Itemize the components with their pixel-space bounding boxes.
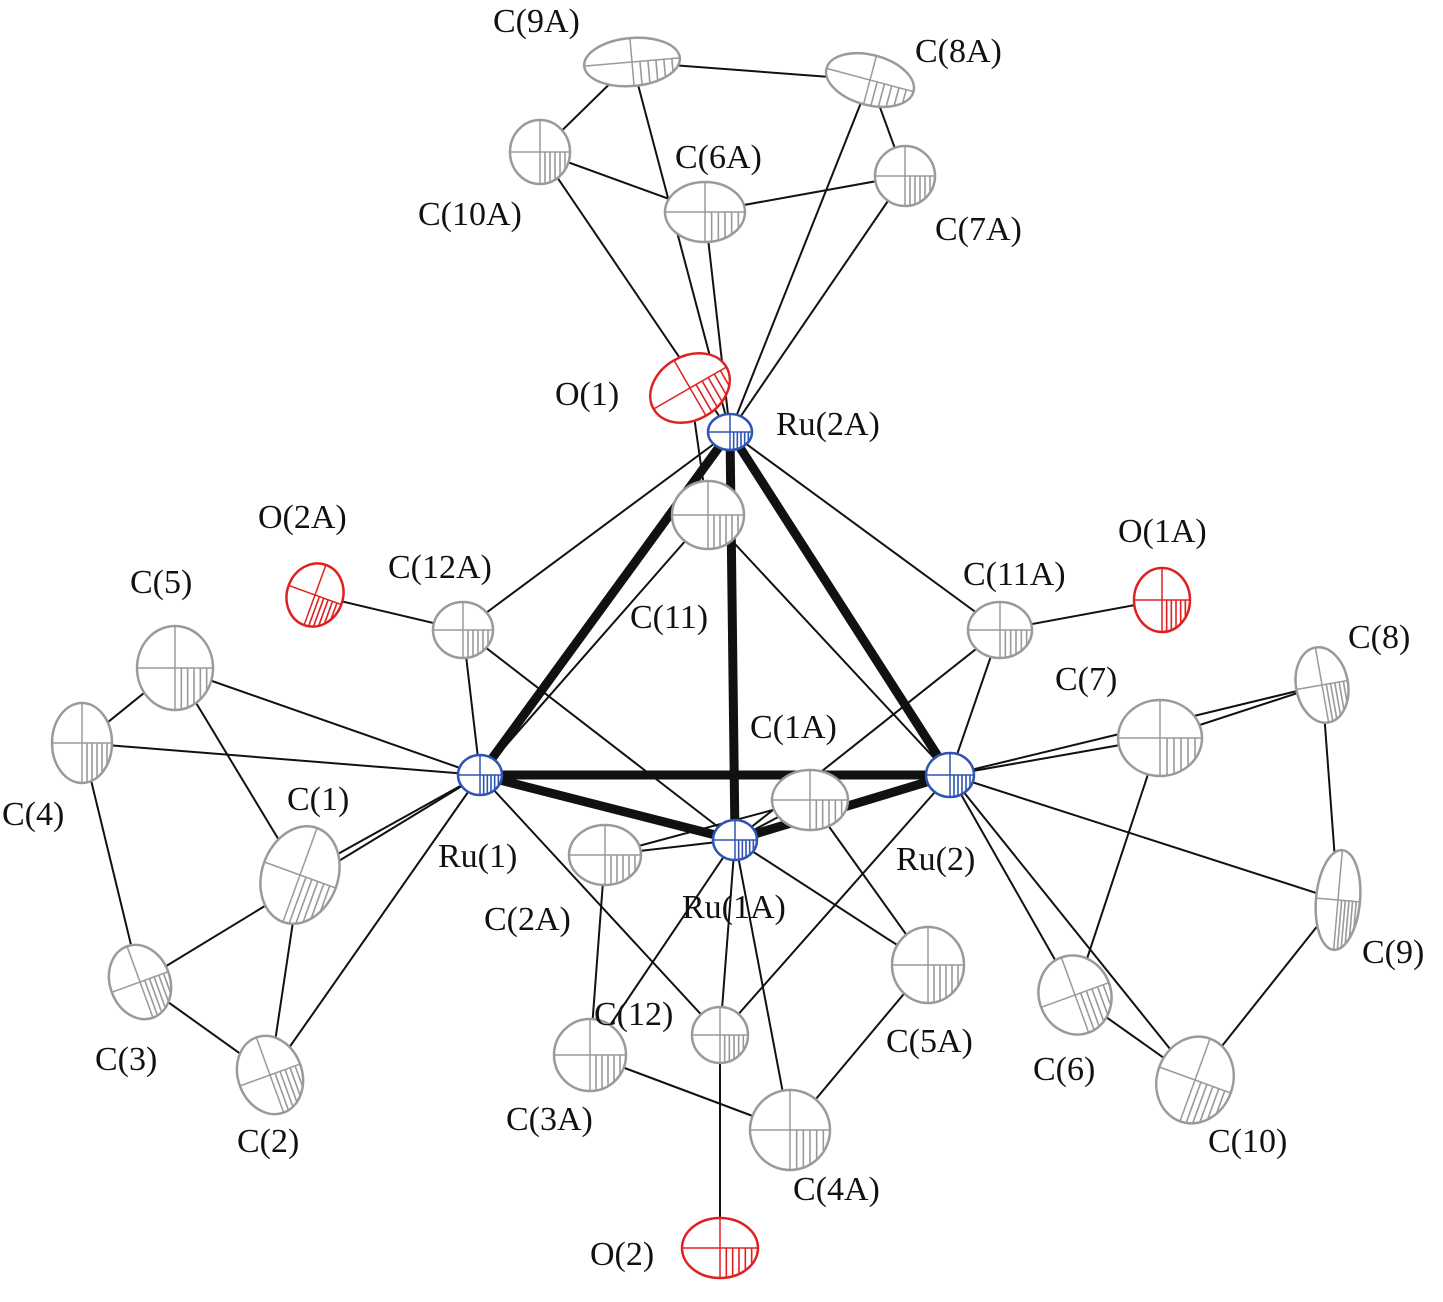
atom-label-O2A: O(2A) xyxy=(258,499,347,536)
atom-C4A xyxy=(748,1088,832,1172)
atom-label-C1: C(1) xyxy=(287,781,349,818)
bond-C12-Ru1A xyxy=(719,839,736,1036)
bond-C11-Ru1 xyxy=(479,514,709,776)
atom-O1 xyxy=(649,351,731,425)
bond-C11-Ru2 xyxy=(707,514,951,776)
atoms-layer xyxy=(50,36,1362,1280)
atom-label-C10: C(10) xyxy=(1208,1123,1287,1160)
bond-C6-C7 xyxy=(1074,737,1161,996)
atom-C10 xyxy=(1155,1035,1235,1125)
atom-O1A xyxy=(1132,566,1192,634)
atom-label-O1: O(1) xyxy=(555,376,619,413)
metal-bond-Ru1-Ru1A xyxy=(475,770,740,845)
atom-Ru2A xyxy=(706,412,754,452)
atom-C10A xyxy=(508,118,572,186)
atom-C5 xyxy=(135,624,215,712)
atom-label-C6A: C(6A) xyxy=(675,139,762,176)
atom-label-C3A: C(3A) xyxy=(506,1101,593,1138)
atom-label-Ru1A: Ru(1A) xyxy=(682,889,786,926)
atom-C1 xyxy=(259,825,341,925)
atom-C3A xyxy=(552,1017,628,1093)
atom-C8A xyxy=(824,51,916,109)
atom-O2 xyxy=(680,1216,760,1280)
atom-C12 xyxy=(690,1005,750,1065)
atom-C9 xyxy=(1314,848,1362,952)
bond-Ru2A-C7A xyxy=(729,175,906,433)
bond-C12-Ru2 xyxy=(719,774,951,1036)
bond-C3-C4 xyxy=(81,742,141,983)
bond-Ru1A-C5A xyxy=(734,839,929,966)
atom-C7 xyxy=(1116,698,1204,778)
atom-label-C9: C(9) xyxy=(1362,934,1424,971)
atom-O2A xyxy=(285,562,345,628)
atom-label-C9A: C(9A) xyxy=(493,3,580,40)
bond-Ru1-C4 xyxy=(81,742,481,776)
atom-label-C2: C(2) xyxy=(237,1123,299,1160)
atom-label-C6: C(6) xyxy=(1033,1051,1095,1088)
atom-label-C7: C(7) xyxy=(1055,661,1117,698)
bond-Ru1-C5 xyxy=(174,667,481,776)
bond-Ru1A-C4A xyxy=(734,839,791,1131)
atom-C11 xyxy=(670,479,746,551)
bond-Ru2-C10 xyxy=(949,774,1196,1081)
atom-label-Ru1: Ru(1) xyxy=(438,838,517,875)
atom-label-C10A: C(10A) xyxy=(418,196,522,233)
atom-label-C11: C(11) xyxy=(630,599,708,636)
atom-C12A xyxy=(431,600,495,660)
atom-C2A xyxy=(567,823,643,887)
atom-Ru1A xyxy=(711,818,759,862)
atom-label-C7A: C(7A) xyxy=(935,211,1022,248)
bond-Ru2-C6 xyxy=(949,774,1076,996)
atom-label-C4A: C(4A) xyxy=(793,1171,880,1208)
atom-C6 xyxy=(1037,954,1113,1036)
bond-C12A-Ru2A xyxy=(462,431,731,631)
atom-C4 xyxy=(50,701,114,785)
atom-label-C1A: C(1A) xyxy=(750,709,837,746)
atom-label-Ru2: Ru(2) xyxy=(896,841,975,878)
atom-C7A xyxy=(873,144,937,208)
atom-label-C5: C(5) xyxy=(130,564,192,601)
atom-C9A xyxy=(582,36,682,88)
atom-label-Ru2A: Ru(2A) xyxy=(776,406,880,443)
atom-label-C12: C(12) xyxy=(594,996,673,1033)
atom-Ru1 xyxy=(456,753,504,797)
atom-label-C8A: C(8A) xyxy=(915,33,1002,70)
bond-Ru1A-C3A xyxy=(589,839,736,1056)
labels-layer: C(9A) C(8A) C(10A) C(6A) C(7A) O(1) Ru(2A) C(11… xyxy=(2,3,1424,1273)
atom-label-C5A: C(5A) xyxy=(886,1023,973,1060)
bond-C12-Ru1 xyxy=(479,774,721,1036)
bond-Ru2-C9 xyxy=(949,774,1339,901)
atom-label-C11A: C(11A) xyxy=(963,556,1066,593)
atom-C1A xyxy=(770,768,850,832)
atom-label-C4: C(4) xyxy=(2,796,64,833)
atom-C11A xyxy=(966,600,1034,660)
bond-Ru2A-C8A xyxy=(729,79,871,433)
metal-bond-Ru2-Ru2A xyxy=(725,427,955,780)
atom-C3 xyxy=(107,943,173,1021)
bond-C11A-Ru2A xyxy=(729,431,1001,631)
atom-C8 xyxy=(1294,646,1350,724)
atom-label-C12A: C(12A) xyxy=(388,549,492,586)
bond-Ru1-C2 xyxy=(269,774,481,1076)
atom-label-C2A: C(2A) xyxy=(484,901,571,938)
bond-C12A-Ru1A xyxy=(462,629,736,841)
atom-label-O2: O(2) xyxy=(590,1236,654,1273)
atom-label-C8: C(8) xyxy=(1348,619,1410,656)
atom-label-C3: C(3) xyxy=(95,1041,157,1078)
atom-C6A xyxy=(663,180,747,244)
atom-Ru2 xyxy=(924,751,976,799)
atom-label-O1A: O(1A) xyxy=(1118,513,1207,550)
atom-C5A xyxy=(890,925,966,1005)
atom-C2 xyxy=(235,1034,305,1116)
